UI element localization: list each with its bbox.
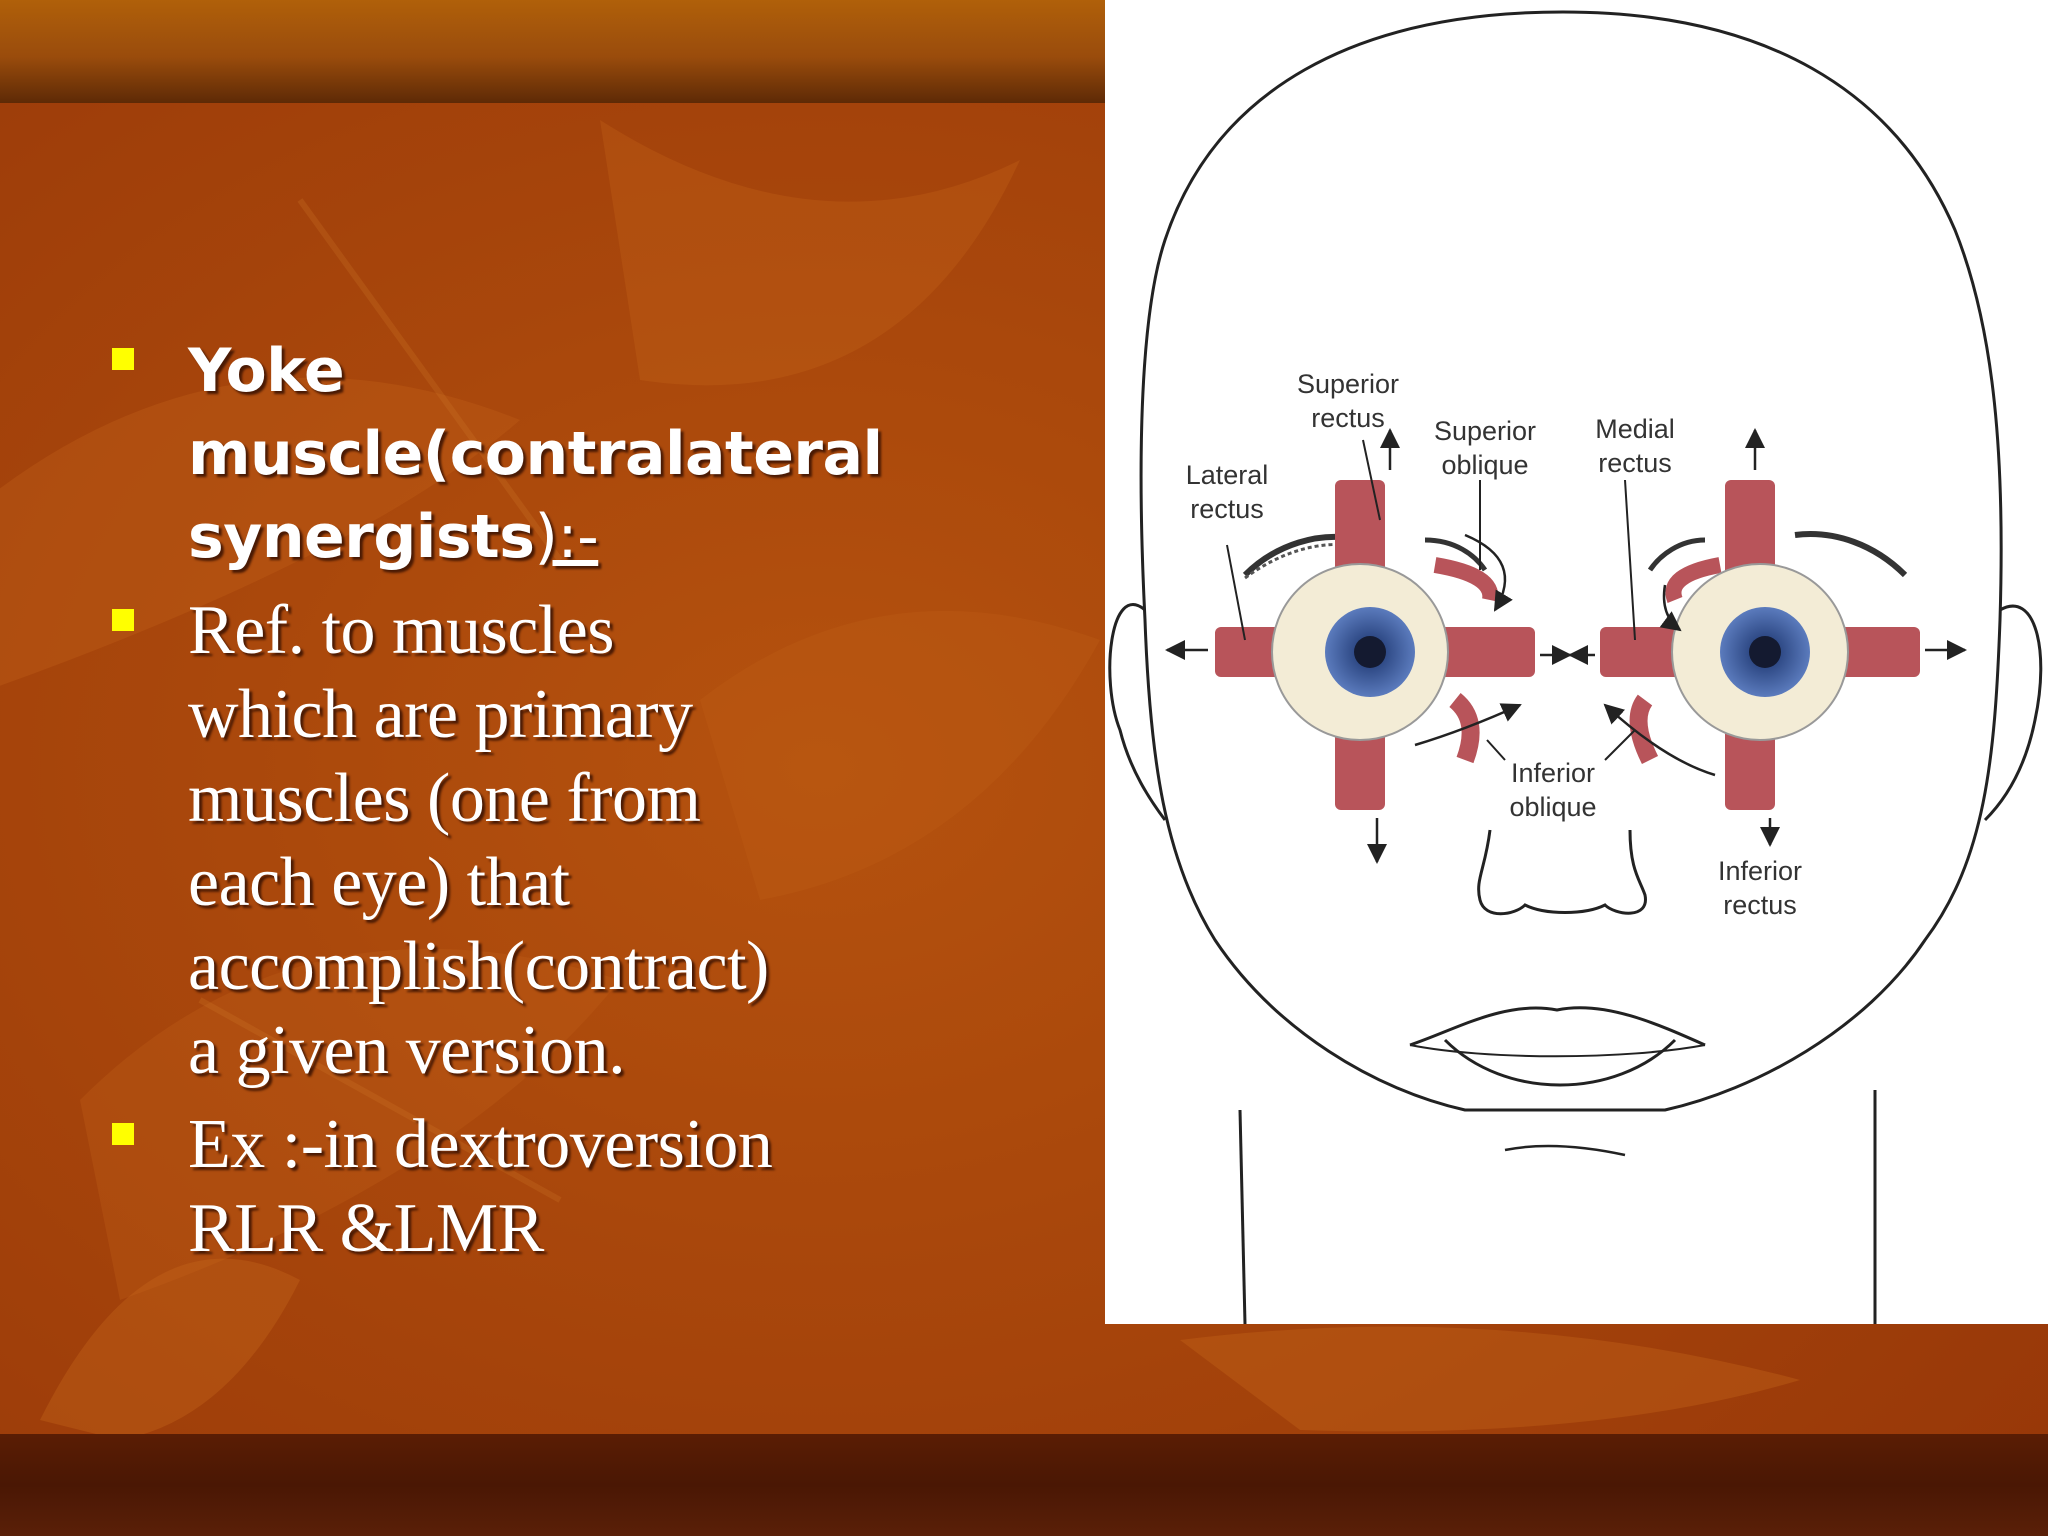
bottom-band	[0, 1434, 2048, 1536]
text-line: accomplish(contract)	[188, 928, 769, 1005]
label-superior-rectus-1: Superior	[1297, 369, 1399, 399]
text-line: RLR &LMR	[188, 1190, 544, 1267]
neck	[1238, 1109, 1247, 1325]
text-line: a given version.	[188, 1012, 626, 1089]
text-line: muscles (one from	[188, 760, 701, 837]
eye-muscle-figure: Superior rectus Superior oblique Medial …	[1105, 0, 2048, 1325]
mouth	[1409, 1006, 1706, 1047]
text-line: Ref. to muscles	[188, 592, 615, 669]
label-medial-rectus-2: rectus	[1598, 448, 1672, 478]
heading-line: Yoke	[188, 336, 345, 406]
label-lateral-rectus-2: rectus	[1190, 494, 1264, 524]
heading-line: synergists):-	[188, 496, 1090, 579]
text-line: each eye) that	[188, 844, 570, 921]
definition-text: Ref. to muscles which are primary muscle…	[188, 589, 1090, 1093]
example-text: Ex :-in dextroversion RLR &LMR	[188, 1103, 1090, 1271]
heading-tail: ):-	[534, 502, 599, 572]
label-inferior-oblique-2: oblique	[1509, 792, 1596, 822]
right-ear	[1983, 604, 2043, 822]
right-eyebrow-outer	[1794, 531, 1908, 578]
heading-line: muscle(contralateral	[188, 419, 883, 489]
label-superior-rectus-2: rectus	[1311, 403, 1385, 433]
left-eyebrow-inner	[1424, 537, 1488, 572]
figure-labels: Superior rectus Superior oblique Medial …	[1186, 369, 1802, 920]
bullet-marker	[112, 1123, 134, 1145]
text-line: Ex :-in dextroversion	[188, 1106, 773, 1183]
label-inferior-oblique-1: Inferior	[1511, 758, 1595, 788]
bullet-item-definition: Ref. to muscles which are primary muscle…	[110, 589, 1090, 1093]
face-illustration: Superior rectus Superior oblique Medial …	[1108, 10, 2043, 1325]
label-medial-rectus-1: Medial	[1595, 414, 1675, 444]
right-eyebrow	[1647, 537, 1706, 572]
left-eye-muscles	[1215, 480, 1535, 810]
bullet-list: Yoke muscle(contralateral synergists):- …	[110, 330, 1090, 1281]
nose	[1477, 829, 1647, 916]
heading-text: synergists	[188, 502, 535, 572]
bullet-item-example: Ex :-in dextroversion RLR &LMR	[110, 1103, 1090, 1271]
bullet-marker	[112, 348, 134, 370]
bullet-item-yoke: Yoke muscle(contralateral synergists):-	[110, 330, 1090, 579]
label-superior-oblique-2: oblique	[1441, 450, 1528, 480]
label-lateral-rectus-1: Lateral	[1186, 460, 1269, 490]
heading-yoke-muscle: Yoke muscle(contralateral synergists):-	[188, 330, 1090, 579]
head-outline	[1139, 10, 2003, 1112]
bullet-marker	[112, 609, 134, 631]
label-superior-oblique-1: Superior	[1434, 416, 1536, 446]
text-line: which are primary	[188, 676, 693, 753]
label-inferior-rectus-1: Inferior	[1718, 856, 1802, 886]
right-eye-muscles	[1600, 480, 1920, 810]
left-ear	[1108, 603, 1167, 821]
label-inferior-rectus-2: rectus	[1723, 890, 1797, 920]
top-band	[0, 0, 1105, 103]
